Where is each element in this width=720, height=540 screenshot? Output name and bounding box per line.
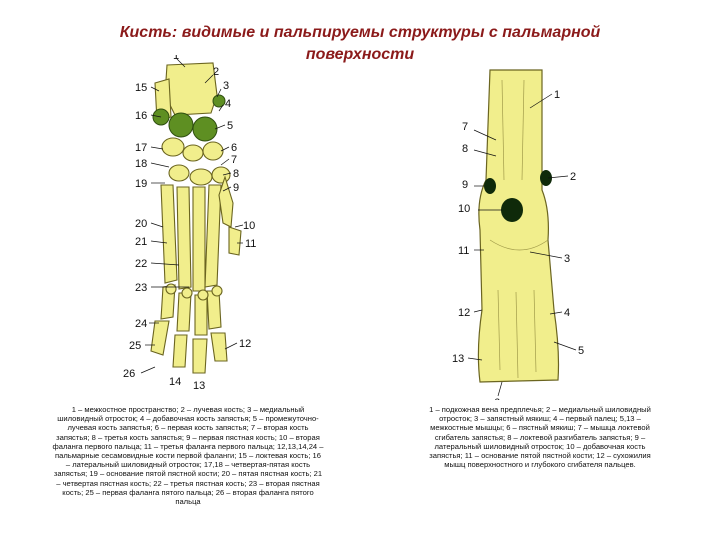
- label-6: 6: [231, 142, 237, 154]
- r-label-6: 6: [494, 397, 500, 400]
- phalanx: [172, 334, 188, 368]
- r-label-3: 3: [564, 253, 570, 265]
- phalanx: [150, 320, 170, 356]
- r-label-9: 9: [462, 179, 468, 191]
- accessory-carpal-highlight: [168, 112, 194, 138]
- label-9: 9: [233, 182, 239, 194]
- paw-outline: [477, 69, 560, 383]
- label-24: 24: [135, 318, 147, 330]
- phalanx: [192, 338, 208, 374]
- r-label-12: 12: [458, 307, 470, 319]
- title-line-1: Кисть: видимые и пальпируемы структуры с…: [119, 24, 601, 41]
- r-label-5: 5: [578, 345, 584, 357]
- r-label-2: 2: [570, 171, 576, 183]
- medial-styloid-highlight: [212, 94, 226, 108]
- label-10: 10: [243, 220, 255, 232]
- paw-surface-figure: 1 2 3 4 5 6 7 8 9 10 11 12 13: [450, 60, 610, 400]
- label-17: 17: [135, 142, 147, 154]
- medial-styloid-mark: [540, 170, 552, 186]
- metacarpal-bone: [160, 184, 178, 284]
- carpal-bone: [182, 144, 204, 162]
- label-20: 20: [135, 218, 147, 230]
- label-2: 2: [213, 66, 219, 78]
- label-26: 26: [123, 368, 135, 380]
- metacarpal-bone: [192, 186, 206, 292]
- label-7: 7: [231, 154, 237, 166]
- left-figure-caption: 1 – межкостное пространство; 2 – лучевая…: [52, 405, 324, 507]
- carpal-bone: [211, 166, 231, 184]
- r-label-8: 8: [462, 143, 468, 155]
- label-8: 8: [233, 168, 239, 180]
- right-figure-caption: 1 – подкожная вена предплечья; 2 – медиа…: [429, 405, 651, 470]
- label-25: 25: [129, 340, 141, 352]
- sesamoid-bone: [211, 285, 223, 297]
- label-1: 1: [173, 55, 179, 62]
- paw-skeleton-figure: 1 2 3 4 5 6 7 8 9 10 11 12 13 14 15 16 1…: [115, 55, 305, 395]
- carpal-bone: [168, 164, 190, 182]
- label-15: 15: [135, 82, 147, 94]
- phalanx: [210, 332, 228, 362]
- first-digit: [218, 175, 234, 228]
- title-line-2: поверхности: [305, 46, 415, 63]
- r-label-1: 1: [554, 89, 560, 101]
- label-12: 12: [239, 338, 251, 350]
- radius-bone: [164, 62, 218, 116]
- phalanx: [206, 290, 222, 330]
- label-5: 5: [227, 120, 233, 132]
- carpal-bone: [189, 168, 213, 186]
- accessory-carpal-mark: [501, 198, 523, 222]
- page-title: Кисть: видимые и пальпируемы структуры с…: [60, 22, 660, 66]
- label-4: 4: [225, 98, 231, 110]
- label-11: 11: [245, 238, 256, 250]
- sesamoid-bone: [197, 289, 209, 301]
- carpal-bone: [161, 137, 185, 157]
- lateral-styloid-mark: [484, 178, 496, 194]
- label-21: 21: [135, 236, 147, 248]
- label-18: 18: [135, 158, 147, 170]
- label-16: 16: [135, 110, 147, 122]
- r-label-4: 4: [564, 307, 570, 319]
- r-label-11: 11: [458, 245, 469, 257]
- sesamoid-bone: [181, 287, 193, 299]
- first-digit-phalanx: [228, 226, 242, 256]
- label-19: 19: [135, 178, 147, 190]
- carpal-bone: [202, 141, 224, 161]
- label-13: 13: [193, 380, 205, 392]
- metacarpal-bone: [204, 184, 222, 288]
- metacarpal-bone: [176, 186, 192, 290]
- radial-carpal-highlight: [192, 116, 218, 142]
- phalanx: [176, 292, 192, 332]
- label-3: 3: [223, 80, 229, 92]
- r-label-10: 10: [458, 203, 470, 215]
- phalanx: [194, 294, 208, 336]
- label-14: 14: [169, 376, 181, 388]
- label-22: 22: [135, 258, 147, 270]
- r-label-7: 7: [462, 121, 468, 133]
- sesamoid-bone: [165, 283, 177, 295]
- label-23: 23: [135, 282, 147, 294]
- r-label-13: 13: [452, 353, 464, 365]
